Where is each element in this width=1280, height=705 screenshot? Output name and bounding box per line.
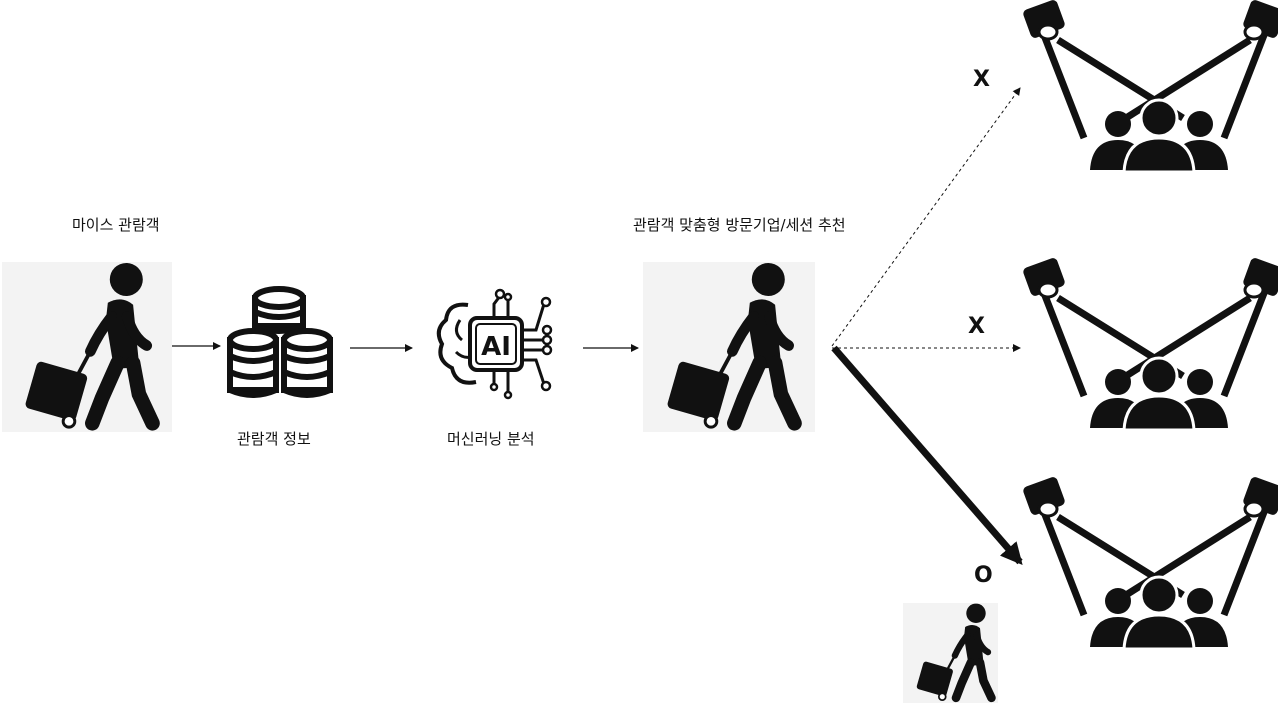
spotlight-audience-icon [1022, 257, 1280, 430]
reject-mark: X [968, 314, 985, 339]
ai-chip-text: AI [481, 332, 511, 362]
recommended-arrow [831, 345, 1023, 566]
mice-visitor-label: 마이스 관람객 [72, 216, 160, 234]
spotlight-audience-icon [1022, 476, 1280, 649]
spotlight-audience-icon [1022, 0, 1280, 172]
accept-mark: O [974, 563, 993, 588]
ml-analysis-label: 머신러닝 분석 [447, 430, 535, 448]
reject-mark: X [973, 67, 990, 92]
ai-brain-circuit-icon: AI [436, 288, 553, 400]
rejected-arrow [831, 87, 1021, 347]
database-stack-icon [227, 286, 333, 398]
visitor-info-label: 관람객 정보 [237, 430, 311, 448]
recommendation-label: 관람객 맞춤형 방문기업/세션 추천 [633, 216, 846, 234]
